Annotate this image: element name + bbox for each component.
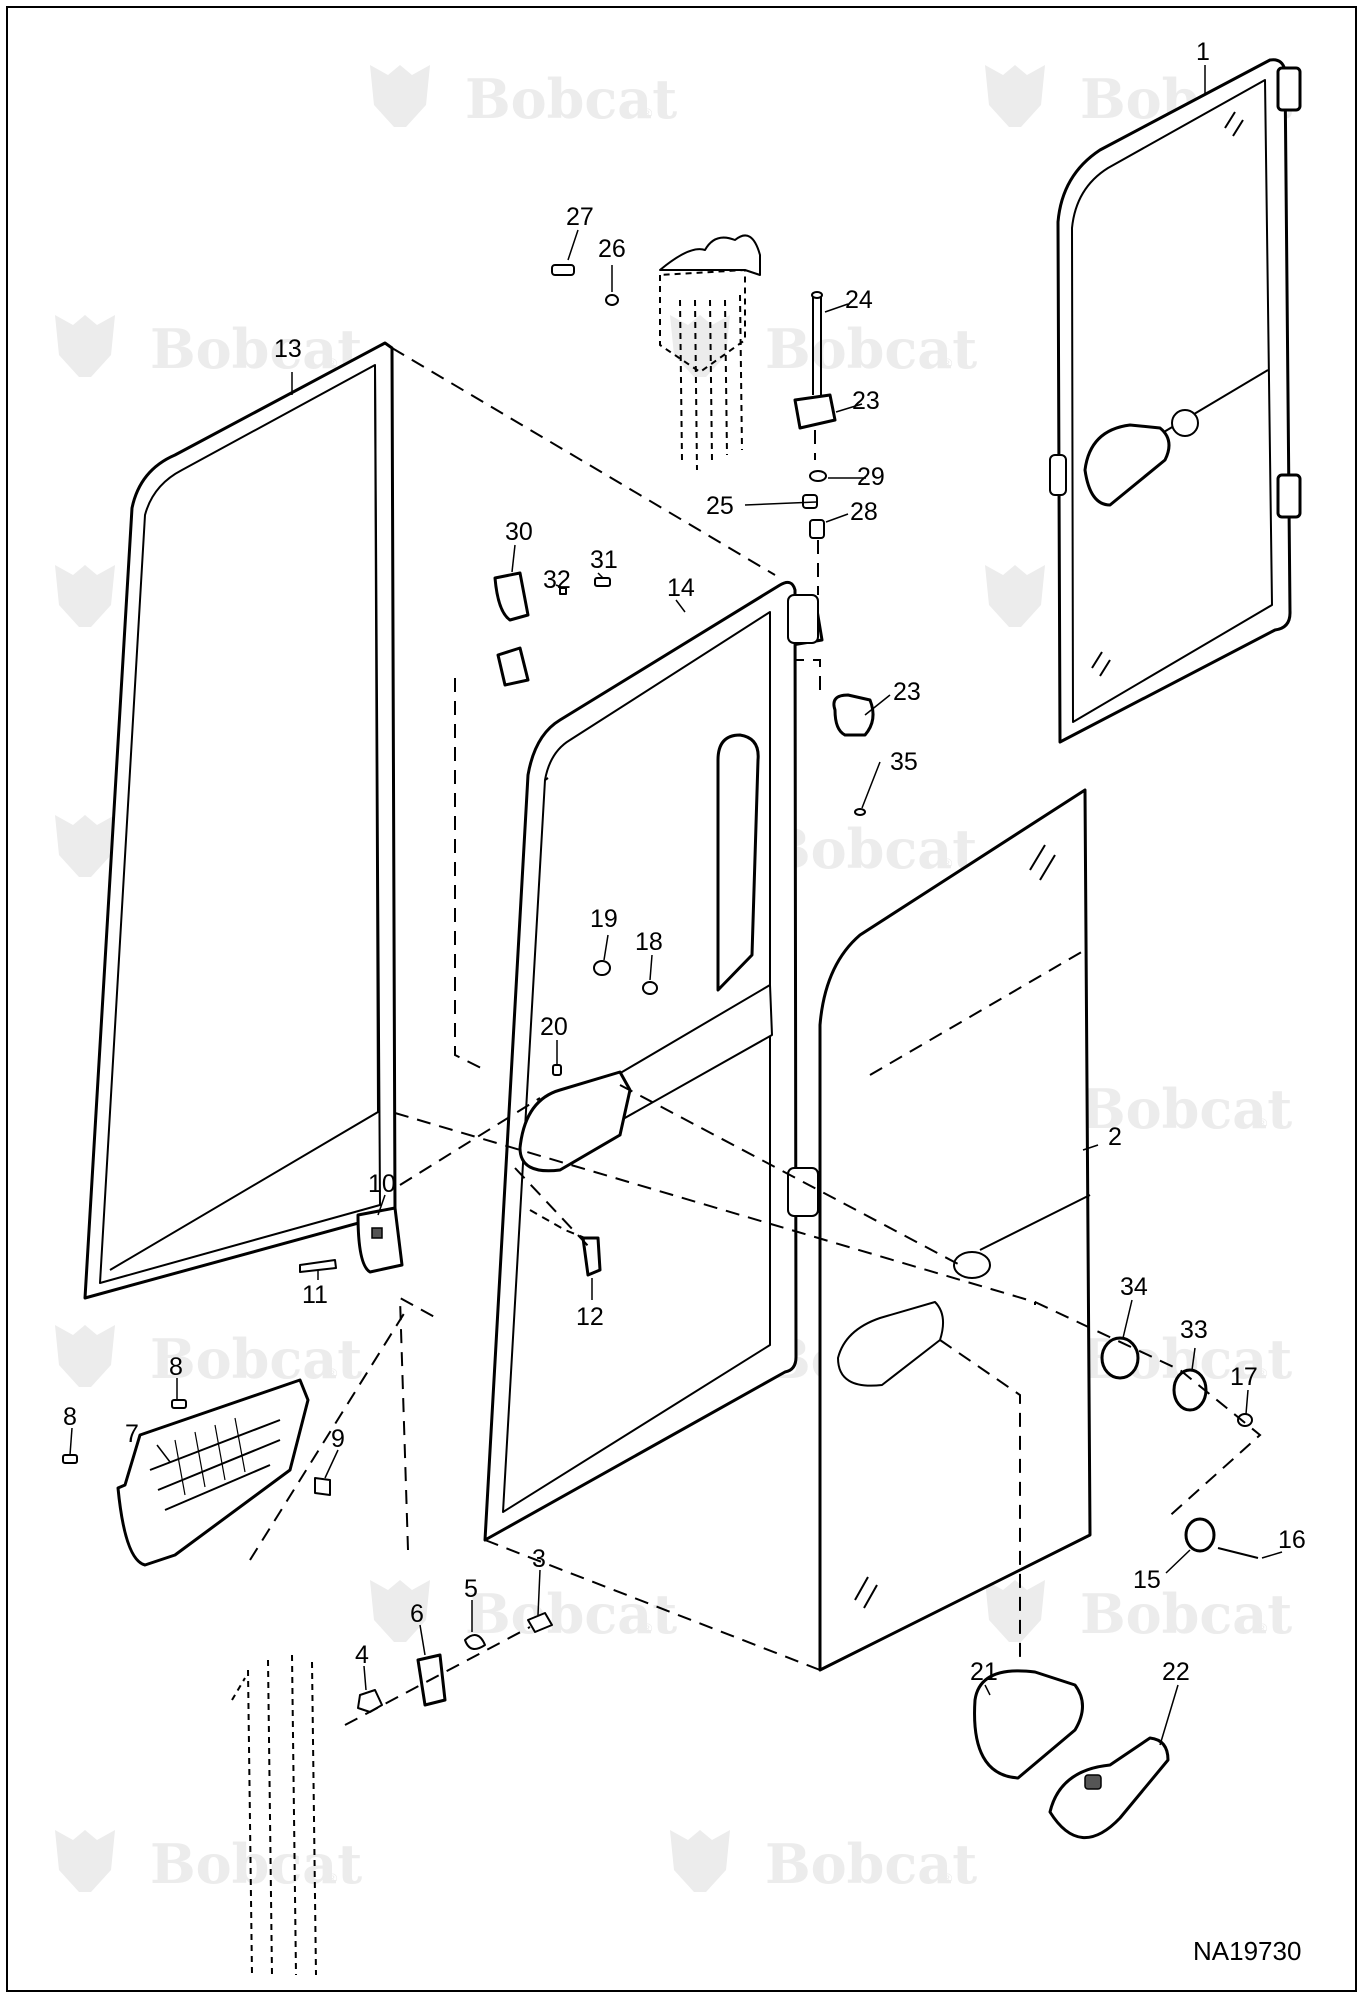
watermark-registered-mark: ® [1257,1365,1268,1381]
callout-leaders [69,65,1283,1746]
watermark-logo: Bobcat® [370,1580,677,1646]
callout-13: 13 [274,335,302,363]
exterior-handle-21-22 [973,1669,1170,1839]
watermark-bobcat-head-icon [985,1580,1045,1642]
watermark-brand-text: Bobcat [465,67,677,131]
callout-33: 33 [1180,1316,1208,1344]
callout-12: 12 [576,1303,604,1331]
callout-11: 11 [302,1281,328,1309]
watermark-brand-text: Bobcat [150,1832,362,1896]
callout-8b: 8 [63,1403,77,1431]
watermark-bobcat-head-icon [55,565,115,627]
callout-14: 14 [667,574,695,602]
callout-32: 32 [543,566,571,594]
callout-30: 30 [505,518,533,546]
part-2-glass-panel [818,788,1092,1672]
watermark-registered-mark: ® [642,105,653,121]
callout-20: 20 [540,1013,568,1041]
part-7-cover [62,1378,331,1567]
callout-8a: 8 [169,1353,183,1381]
watermark-registered-mark: ® [642,1620,653,1636]
callout-5: 5 [464,1575,478,1603]
latch-10-12 [299,1206,602,1277]
drawing-number: NA19730 [1193,1936,1301,1966]
callout-23a: 23 [852,387,880,415]
watermark-logo: Bobcat® [55,315,362,381]
watermark-registered-mark: ® [327,1365,338,1381]
watermark-brand-text: Bobcat [1080,1582,1292,1646]
watermark-bobcat-head-icon [985,565,1045,627]
callout-26: 26 [598,235,626,263]
callout-19: 19 [590,905,618,933]
callout-16: 16 [1278,1526,1306,1554]
watermark-registered-mark: ® [942,355,953,371]
callout-9: 9 [331,1425,345,1453]
watermark-bobcat-head-icon [55,815,115,877]
watermark-registered-mark: ® [327,355,338,371]
callout-28: 28 [850,498,878,526]
watermark-brand-text: Bobcat [765,1832,977,1896]
watermark-brand-text: Bobcat [765,317,977,381]
watermark-brand-text: Bobcat [150,317,362,381]
cab-pillar-lower [231,1612,553,1976]
callout-24: 24 [845,286,873,314]
handle-hardware-15-17-33-34 [1100,1336,1259,1559]
callout-34: 34 [1120,1273,1148,1301]
callout-18: 18 [635,928,663,956]
callout-2: 2 [1108,1123,1122,1151]
watermark-registered-mark: ® [1257,1115,1268,1131]
callout-4: 4 [355,1641,369,1669]
watermark-bobcat-head-icon [670,315,730,377]
callout-21: 21 [970,1658,998,1686]
callout-29: 29 [857,463,885,491]
watermark-registered-mark: ® [942,855,953,871]
cab-pillar-upper [659,234,761,471]
callout-31: 31 [590,546,618,574]
watermark-brand-text: Bobcat [765,817,977,881]
hinge-bolts [551,264,619,306]
watermark-bobcat-head-icon [370,65,430,127]
watermark-registered-mark: ® [327,1870,338,1886]
watermark-bobcat-head-icon [55,1830,115,1892]
callout-25: 25 [706,492,734,520]
watermark-bobcat-head-icon [670,1830,730,1892]
watermark-logo: Bobcat® [55,1830,362,1896]
watermark-logo: Bobcat® [370,65,677,131]
watermark-logo: Bobcat® [670,315,977,381]
callout-23b: 23 [893,678,921,706]
watermark-bobcat-head-icon [55,315,115,377]
latch-30-32 [493,571,611,687]
watermark-brand-text: Bobcat [1080,1077,1292,1141]
callout-22: 22 [1162,1658,1190,1686]
watermark-bobcat-head-icon [985,65,1045,127]
callout-17: 17 [1230,1363,1258,1391]
fasteners-18-20 [552,960,658,1076]
part-14-door-frame [483,580,819,1542]
assembly-lines [249,347,1262,1726]
callout-6: 6 [410,1600,424,1628]
part-13-door-seal [83,341,397,1300]
watermark-logo: Bobcat® [670,1830,977,1896]
sheet-border [6,6,1357,1992]
watermark-registered-mark: ® [1257,1620,1268,1636]
watermark-bobcat-head-icon [370,1580,430,1642]
watermark-bobcat-head-icon [55,1325,115,1387]
callout-10: 10 [368,1170,396,1198]
watermark-logo: Bobcat® [985,1580,1292,1646]
callout-labels: 1 2 3 4 5 6 7 8 8 9 10 11 12 13 14 15 16… [63,38,1306,1686]
callout-15: 15 [1133,1566,1161,1594]
callout-1: 1 [1196,38,1210,66]
callout-27: 27 [566,203,594,231]
watermark-brand-text: Bobcat [465,1582,677,1646]
watermark-logo: Bobcat® [55,1325,362,1391]
callout-35: 35 [890,748,918,776]
callout-3: 3 [532,1545,546,1573]
part-1-door-assembly [1049,58,1302,744]
callout-7: 7 [125,1420,139,1448]
watermark-brand-text: Bobcat [150,1327,362,1391]
watermark-registered-mark: ® [942,1870,953,1886]
